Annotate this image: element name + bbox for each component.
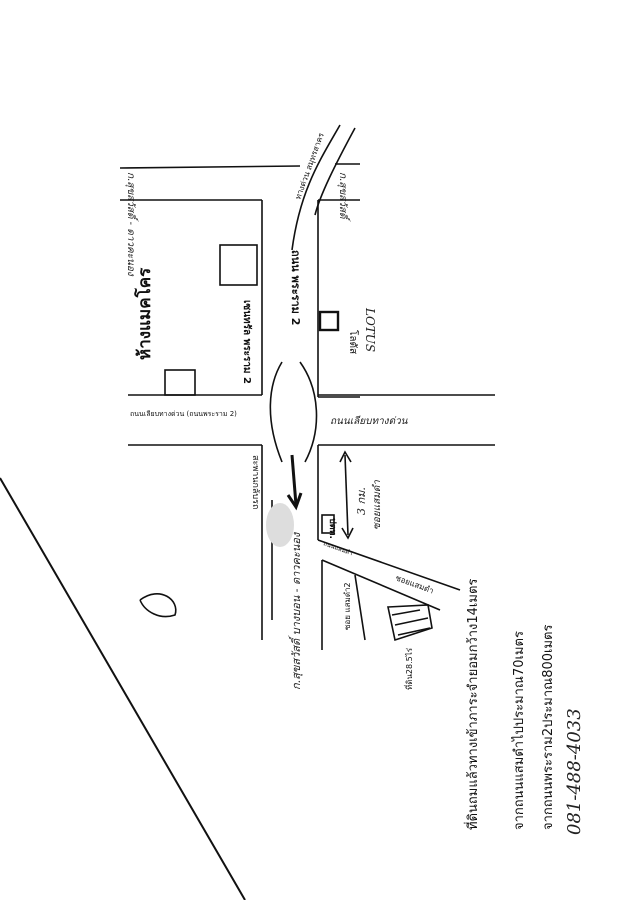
scan-mark	[139, 593, 177, 618]
distance-arrowhead-top	[339, 450, 352, 463]
distance-arrowhead-bottom	[341, 527, 354, 540]
ptt-station	[321, 514, 335, 534]
central-label: เซนทรัล พระราม 2	[241, 300, 253, 384]
central-building	[219, 244, 258, 286]
lower-road-label: ก.สุขสวัสดิ์ บางบอน - ดาวคะนอง	[288, 531, 303, 690]
soi-label: ซอยแสมดำ	[371, 480, 383, 530]
soi-saem-dam-label: ซอยแสมดำ	[394, 573, 435, 595]
lotus-sign-label: LOTUS	[363, 307, 377, 352]
note-line-2: จากถนนแสมดำไปประมาณ70เมตร	[511, 631, 527, 830]
expressway-curve-2	[314, 127, 356, 216]
soi-saem-dam-road-2	[321, 559, 441, 611]
soi-2-line	[354, 574, 366, 641]
top-road-right-label: ก.สุขสวัสดิ์	[337, 172, 351, 222]
rama2-road-label: ถนน พระราม 2	[289, 250, 302, 325]
saem-dam-road-label: ถนนแสมดำ	[322, 540, 353, 557]
ptt-label: ปตท.	[327, 518, 338, 539]
soi-saem-dam-road	[317, 539, 461, 591]
note-line-3: จากถนนพระราม2ประมาณ800เมตร	[541, 624, 556, 830]
top-road-left-label: ก.สุขสวัสดิ์ - ดาวคะนอง	[125, 172, 139, 277]
top-road	[119, 163, 360, 201]
direction-arrowhead	[286, 492, 303, 511]
smudge	[266, 503, 294, 547]
cross-road-right-label: ถนนเลียบทางด่วน	[330, 415, 409, 427]
distance-label: 3 กม.	[355, 487, 368, 515]
note-line-1: ที่ดินถมแล้วทางเข้าภาระจำยอมกว้าง14เมตร	[464, 579, 481, 830]
intersection-curve	[269, 361, 283, 463]
cross-road-left-label: ถนนเลียบทางด่วน (ถนนพระราม 2)	[130, 410, 237, 418]
land-label: ที่ดิน28.5ไร่	[403, 647, 414, 690]
u-turn-bridge-label: สะพานกลับรถ	[250, 455, 260, 509]
scan-edge-line	[0, 477, 246, 900]
expressway-curve	[291, 124, 341, 251]
land-hatch	[391, 609, 431, 636]
lotus-building	[318, 310, 340, 332]
distance-arrow	[344, 454, 349, 536]
makro-label: ห้างแมคโคร	[134, 267, 155, 360]
direction-arrow	[290, 454, 298, 506]
intersection-curve-2	[299, 361, 318, 463]
phone-number: 081-488-4033	[564, 708, 585, 835]
soi-saem-dam-2-label: ซอย แสมดำ2	[343, 582, 352, 630]
makro-building	[164, 369, 196, 396]
lotus-label: โลตัส	[347, 330, 360, 354]
